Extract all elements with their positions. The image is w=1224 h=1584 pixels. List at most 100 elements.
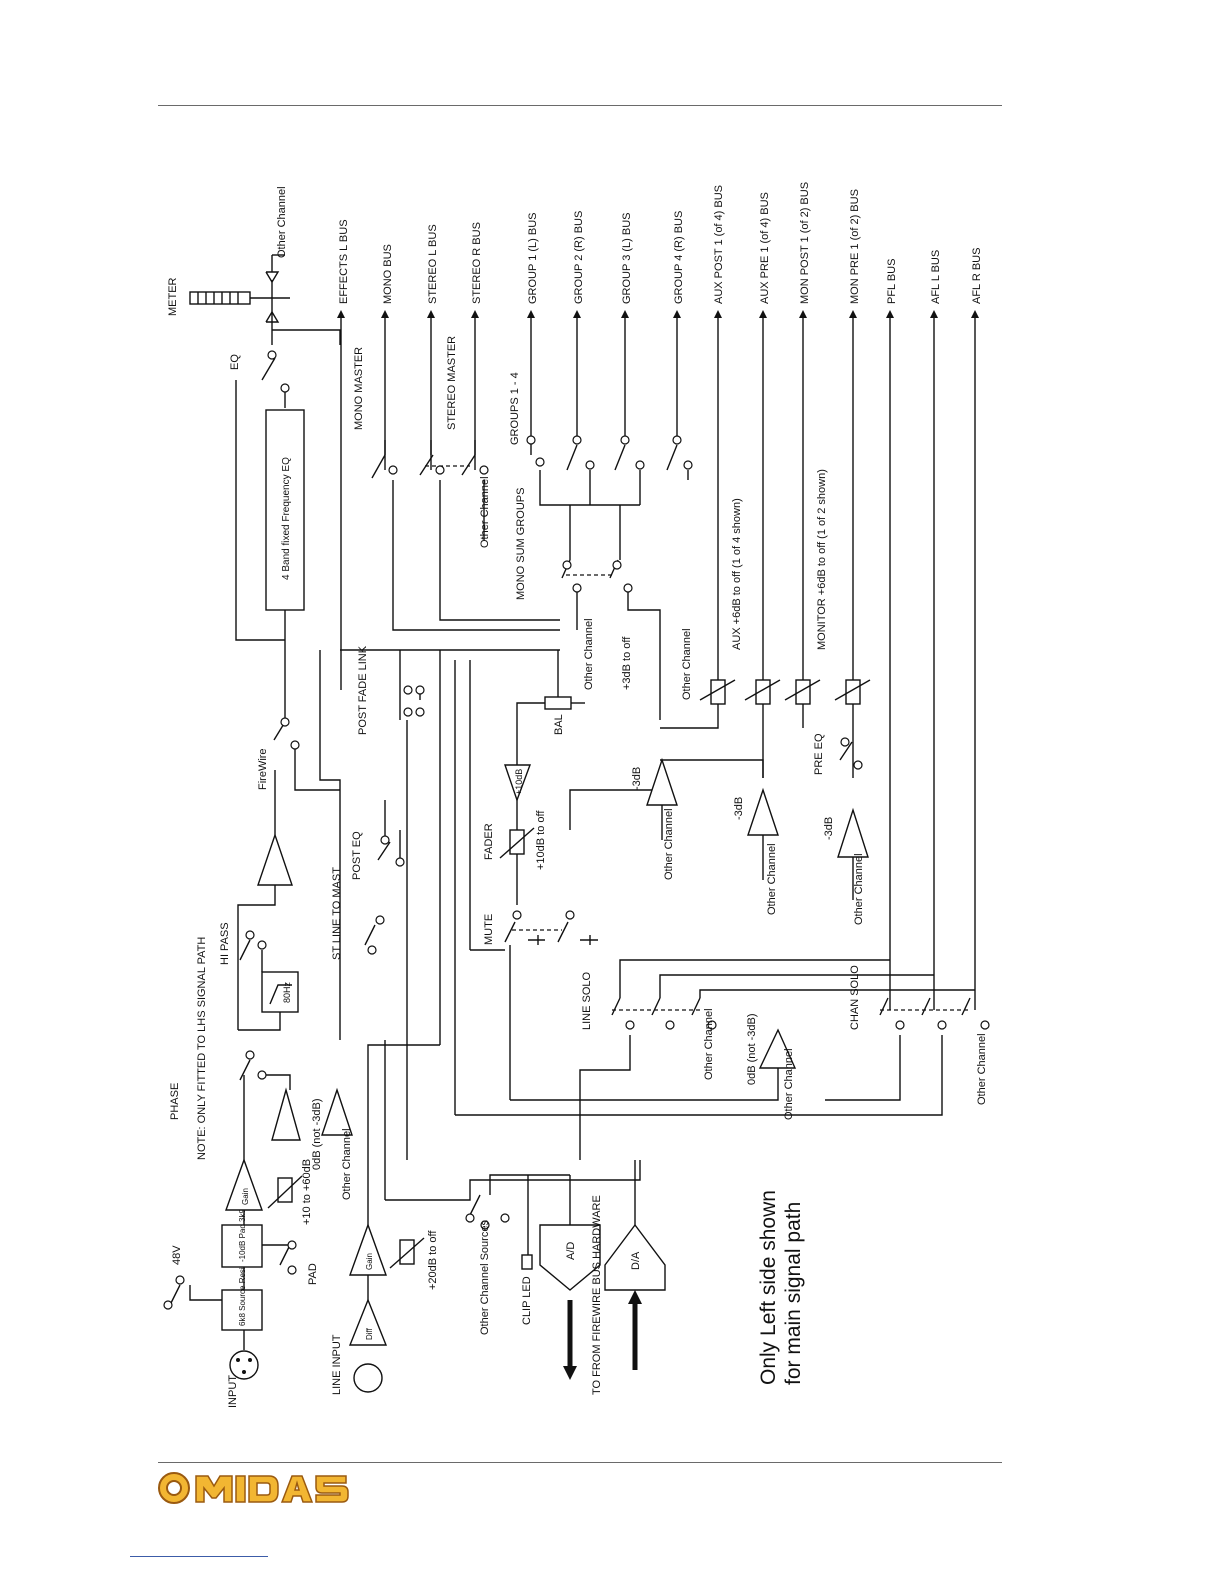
mute-label: MUTE: [483, 914, 495, 945]
other-channel-amp3: Other Channel: [853, 853, 865, 925]
fader-label: FADER: [483, 823, 495, 860]
clip-led-icon: [521, 1254, 533, 1270]
odb-not-label: 0dB (not -3dB): [746, 1013, 758, 1085]
gain-20-label: +20dB to off: [427, 1230, 439, 1290]
source-resistors-label: 6k8 Source Resistors: [238, 1250, 247, 1326]
bus-label: AUX PRE 1 (of 4) BUS: [759, 192, 771, 304]
input-section: 6k8 Source Resistors -10dB Pad 3k9 Input…: [163, 937, 353, 1408]
line-input-label: LINE INPUT: [331, 1334, 343, 1395]
bal-label: BAL: [553, 714, 565, 735]
firewire-post-eq: FireWire POST EQ: [257, 717, 405, 880]
bus-lines: [337, 310, 979, 1010]
aux-label: AUX +6dB to off (1 of 4 shown): [731, 498, 743, 650]
hz80-label: 80Hz: [282, 981, 292, 1003]
mono-sum-groups: MONO SUM GROUPS: [515, 488, 661, 720]
st-line-mute: ST LINE TO MAST MUTE: [331, 867, 598, 1100]
note-label: NOTE: ONLY FITTED TO LHS SIGNAL PATH: [196, 937, 208, 1160]
bus-label: GROUP 1 (L) BUS: [527, 213, 539, 305]
plus10db-amp-label: +10dB: [514, 769, 524, 795]
footer-link-underline: [130, 1556, 268, 1557]
bus-label: MON PRE 1 (of 2) BUS: [849, 189, 861, 304]
eq-block-label: 4 Band fixed Frequency EQ: [281, 457, 292, 580]
only-left-note-2: for main signal path: [782, 1202, 805, 1385]
line-input-jack-icon: [353, 1363, 383, 1393]
aux-monitor-section: AUX +6dB to off (1 of 4 shown) MONITOR +…: [660, 469, 871, 778]
pad-label: PAD: [307, 1263, 319, 1285]
bus-label: GROUP 2 (R) BUS: [573, 211, 585, 304]
minus3db-label: -3dB: [631, 767, 643, 790]
pad-block-label: -10dB Pad 3k9 Input Z: [238, 1182, 247, 1262]
ad-label: A/D: [565, 1242, 577, 1260]
post-eq-label: POST EQ: [351, 831, 363, 880]
solo-section: LINE SOLO CHAN SOLO Other Channel 0dB (n…: [455, 959, 990, 1120]
eq-label: EQ: [229, 354, 241, 370]
other-channel-sources-label: Other Channel Sources: [479, 1220, 491, 1335]
bus-label: AFL R BUS: [971, 248, 983, 304]
converter-section: A/D D/A Other Channel Sources CLIP LED T…: [465, 1160, 666, 1395]
diff-label: Diff: [365, 1327, 374, 1340]
meter-label: METER: [167, 277, 179, 316]
meter-bar-graph: [189, 291, 251, 305]
midas-logo: [158, 1472, 349, 1504]
phase-label: PHASE: [169, 1083, 181, 1120]
plus10db-label: +10dB to off: [535, 810, 547, 870]
other-channel-meter: Other Channel: [276, 186, 288, 258]
other-channel-chan-solo: Other Channel: [976, 1033, 988, 1105]
post-fade-bal: POST FADE LINK BAL Other Channel +3dB to…: [340, 618, 633, 950]
minus3db-label-3: -3dB: [823, 817, 835, 840]
gain-range-label: +10 to +60dB: [301, 1159, 313, 1225]
bus-label: STEREO R BUS: [471, 222, 483, 304]
groups-label: GROUPS 1 - 4: [509, 372, 521, 445]
interconnect-lines: [319, 650, 631, 1200]
hi-pass-section: 80Hz HI PASS: [219, 885, 299, 1031]
amplifiers: +10dB -3dB -3dB -3dB Other Channel Other…: [257, 733, 869, 925]
chan-solo-label: CHAN SOLO: [849, 965, 861, 1030]
other-channel-stereo: Other Channel: [479, 476, 491, 548]
other-channel-aux: Other Channel: [681, 628, 693, 700]
bus-label: STEREO L BUS: [427, 224, 439, 304]
bus-label: GROUP 4 (R) BUS: [673, 211, 685, 304]
other-channel-amp2: Other Channel: [766, 843, 778, 915]
firewire-label: FireWire: [257, 748, 269, 790]
mono-sum-label: MONO SUM GROUPS: [515, 488, 527, 600]
stereo-master-label: STEREO MASTER: [446, 336, 458, 430]
bus-labels: EFFECTS L BUS MONO BUS STEREO L BUS STER…: [338, 182, 983, 304]
only-left-note-1: Only Left side shown: [757, 1190, 780, 1385]
hi-pass-label: HI PASS: [219, 922, 231, 965]
pre-eq-label: PRE EQ: [813, 733, 825, 775]
bus-label: AFL L BUS: [930, 250, 942, 304]
bus-label: MON POST 1 (of 2) BUS: [799, 182, 811, 304]
line-solo-label: LINE SOLO: [581, 971, 593, 1030]
odb-not-input: 0dB (not -3dB): [311, 1098, 323, 1170]
other-channel-solo-amp: Other Channel: [783, 1048, 795, 1120]
bus-label: EFFECTS L BUS: [338, 219, 350, 304]
bus-label: MONO BUS: [382, 244, 394, 304]
line-input-section: Diff Gain +20dB to off LINE INPUT: [331, 1044, 641, 1395]
footer-rule: [158, 1462, 1002, 1463]
clip-led-label: CLIP LED: [521, 1276, 533, 1325]
input-label: INPUT: [227, 1375, 239, 1408]
st-line-label: ST LINE TO MAST: [331, 867, 343, 960]
other-channel-bal: Other Channel: [583, 618, 595, 690]
other-channel-amp1: Other Channel: [663, 808, 675, 880]
v48-label: 48V: [171, 1245, 183, 1265]
gain-label: Gain: [241, 1188, 250, 1205]
monitor-label: MONITOR +6dB to off (1 of 2 shown): [816, 469, 828, 650]
master-switches: MONO MASTER STEREO MASTER GROUPS 1 - 4 O…: [353, 336, 693, 631]
other-channel-solo: Other Channel: [703, 1008, 715, 1080]
post-fade-link-label: POST FADE LINK: [357, 645, 369, 735]
mono-master-label: MONO MASTER: [353, 347, 365, 430]
firewire-hw-label: TO FROM FIREWIRE BUS HARDWARE: [591, 1195, 603, 1395]
header-rule: [158, 105, 1002, 106]
gain-label-line: Gain: [365, 1253, 374, 1270]
xlr-input-icon: [229, 1350, 259, 1380]
minus3db-label-2: -3dB: [733, 797, 745, 820]
bus-label: AUX POST 1 (of 4) BUS: [713, 185, 725, 304]
plus3db-label: +3dB to off: [621, 636, 633, 690]
bus-label: PFL BUS: [886, 259, 898, 304]
fader-section: FADER +10dB to off: [483, 810, 547, 905]
eq-block: 4 Band fixed Frequency EQ: [265, 409, 305, 720]
meter-section: METER Other Channel EQ: [167, 186, 341, 641]
bus-label: GROUP 3 (L) BUS: [621, 213, 633, 305]
